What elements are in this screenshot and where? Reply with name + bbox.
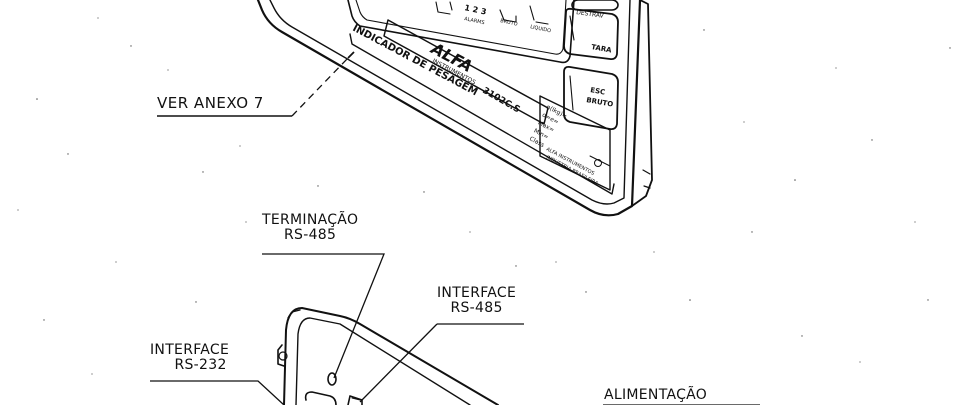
key-destravar-label: DESTRAV: [576, 9, 605, 20]
callout-ver-anexo-7: VER ANEXO 7: [157, 94, 264, 112]
indicator-housing-front: [256, 0, 653, 217]
callout-terminacao-line1: TERMINAÇÃO: [262, 212, 359, 228]
callout-interface-rs232: INTERFACE RS-232: [150, 343, 229, 372]
indicator-liquido: LIQUIDO: [530, 24, 552, 34]
indicator-digits: 1 2 3: [464, 3, 488, 16]
callout-interface-rs485-line1: INTERFACE: [437, 285, 517, 301]
spec-lines: n(lkg)= d=e= Max= Min= Class: [528, 104, 568, 149]
callout-interface-rs232-line1: INTERFACE: [150, 342, 230, 358]
callout-interface-rs485-line2: RS-485: [450, 299, 503, 316]
key-tara-label: TARA: [591, 43, 613, 55]
callout-interface-rs232-line2: RS-232: [174, 356, 227, 373]
indicator-housing-rear: [277, 307, 499, 405]
indicator-sub: ALARMS: [464, 16, 485, 26]
callout-leaders: [150, 253, 760, 405]
callout-terminacao-line2: RS-485: [284, 226, 337, 243]
scan-speckle: [17, 17, 951, 375]
key-bruto-label: BRUTO: [586, 96, 614, 109]
callout-terminacao: TERMINAÇÃO RS-485: [262, 213, 358, 242]
key-esc-label: ESC: [590, 86, 606, 96]
indicator-bruto: BRUTO: [500, 18, 518, 28]
callout-alimentacao: ALIMENTAÇÃO: [604, 387, 708, 403]
leader-ver-anexo: [157, 51, 355, 117]
callout-interface-rs485: INTERFACE RS-485: [437, 286, 516, 315]
